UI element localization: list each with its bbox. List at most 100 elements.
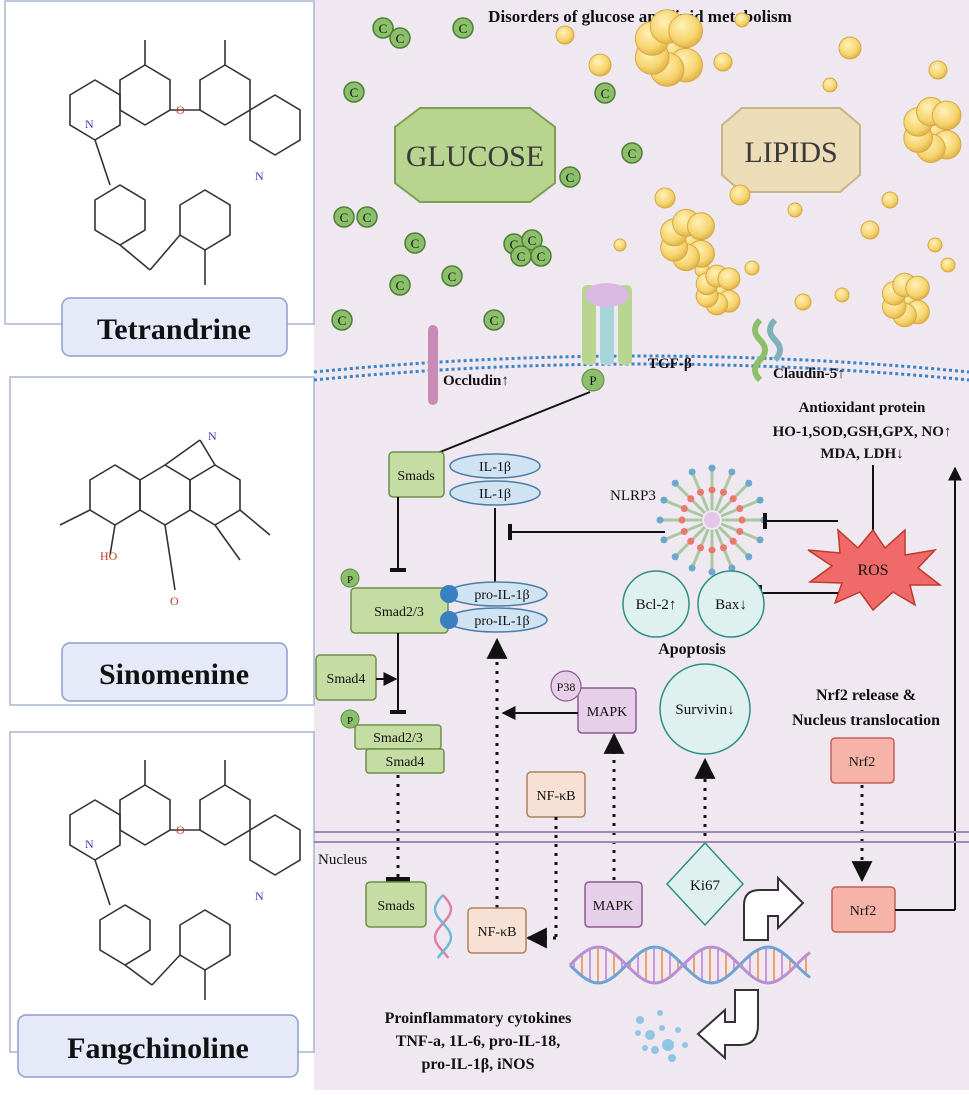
lipid-droplet-icon [588,53,612,77]
nucleus-nfkb-label: NF-κB [478,925,517,940]
lipid-droplet-icon [928,60,948,80]
compound-name-tetrandrine: Tetrandrine [97,313,251,346]
lipid-droplet-icon [794,293,812,311]
nrf2-release-label-1: Nrf2 release & [816,687,916,704]
complex-smad23: Smad2/3 [373,731,423,746]
antioxidant-line1: Antioxidant protein [799,400,926,416]
svg-text:C: C [537,249,546,264]
carbon-icon: C [372,17,394,39]
svg-text:C: C [601,86,610,101]
lipid-droplet-icon [555,25,575,45]
svg-text:O: O [176,823,185,837]
lipid-droplet-icon [787,202,803,218]
complex-smad4: Smad4 [386,755,425,770]
svg-text:C: C [396,31,405,46]
il1b-label-2: IL-1β [479,487,511,502]
nucleus-label: Nucleus [318,852,367,868]
cell-membrane [313,354,969,382]
nrf2-label: Nrf2 [849,755,875,770]
carbon-icon: C [594,82,616,104]
lipid-droplet-icon [613,238,627,252]
lipid-droplet-icon [822,77,838,93]
apoptosis-group: Bcl-2↑ Bax↓ Apoptosis Survivin↓ [622,570,765,755]
nfkb-box: NF-κB [526,771,586,818]
turn-arrow-lower [696,989,759,1061]
cytokines-line2: TNF-a, 1L-6, pro-IL-18, [396,1033,561,1050]
lipid-droplet-icon [940,257,956,273]
carbon-icon: C [389,27,411,49]
nfkb-label: NF-κB [537,789,576,804]
title: Disorders of glucose and lipid metabolis… [488,7,792,26]
cytokine-particles [635,1010,688,1062]
nucleus-mapk-box: MAPK [584,881,643,928]
pro-il1b-label-1: pro-IL-1β [474,588,529,603]
glucose-label: GLUCOSE [406,140,544,173]
mapk-label: MAPK [587,705,627,720]
claudin-label: Claudin-5↑ [773,366,845,382]
dna-fragment [433,894,453,959]
carbon-icon: C [331,309,353,331]
svg-text:C: C [517,249,526,264]
svg-text:C: C [510,237,519,252]
bcl2-label: Bcl-2↑ [636,597,677,613]
dna-helix [568,945,811,985]
nlrp3-complex: NLRP3 [610,464,768,576]
ki67-diamond: Ki67 [665,841,745,927]
smad23-phospho: P [347,574,353,586]
svg-text:C: C [628,146,637,161]
carbon-icon: C [356,206,378,228]
ki67-label: Ki67 [690,878,721,894]
turn-arrow-upper [743,875,805,941]
compound-name-sinomenine: Sinomenine [99,658,249,691]
mapk-box: MAPK P38 [550,670,637,734]
lipid-droplet-icon [734,12,750,28]
svg-text:C: C [396,278,405,293]
cytokines-line3: pro-IL-1β, iNOS [421,1056,534,1073]
svg-text:C: C [340,210,349,225]
carbon-icon: C [452,17,474,39]
carbon-icon: C [483,309,505,331]
lipid-cluster-icon [695,264,741,316]
svg-text:C: C [379,21,388,36]
nrf2-box: Nrf2 [830,737,895,784]
svg-text:N: N [85,117,94,131]
apoptosis-label: Apoptosis [658,641,726,658]
ros-label: ROS [857,562,888,579]
compound-panel-tetrandrine: N N O Tetrandrine [4,0,315,357]
tgfb-phospho: P [589,373,596,388]
nucleus-nrf2-box: Nrf2 [831,886,896,933]
carbon-icon: C [389,274,411,296]
svg-text:C: C [411,236,420,251]
antioxidant-line3: MDA, LDH↓ [820,446,903,462]
nrf2-release-label-2: Nucleus translocation [792,712,940,729]
lipid-cluster-icon [660,208,715,272]
compound-panel-sinomenine: N HO O Sinomenine [9,376,315,706]
nuclear-membrane [314,831,969,843]
ros-star: ROS [807,528,943,612]
svg-text:N: N [85,837,94,851]
lipids-shape: LIPIDS [721,107,861,193]
lipid-droplet-icon [838,36,862,60]
cytokines-line1: Proinflammatory cytokines [385,1010,572,1027]
nlrp3-label: NLRP3 [610,488,656,504]
tgfb-receptor: TGF-β P [581,283,692,392]
nucleus-nfkb-box: NF-κB [467,907,527,954]
svg-text:O: O [170,594,179,608]
tgfb-label: TGF-β [648,356,692,372]
carbon-icon: C [530,245,552,267]
smad-complex: P Smad2/3 Smad4 [340,709,445,774]
compound-panel-fangchinoline: N N O Fangchinoline [9,731,315,1078]
svg-text:C: C [490,313,499,328]
lipid-droplet-icon [927,237,943,253]
svg-text:C: C [459,21,468,36]
carbon-icon: C [333,206,355,228]
lipids-label: LIPIDS [744,136,837,169]
lipid-droplet-icon [654,187,676,209]
compound-name-fangchinoline: Fangchinoline [67,1032,249,1065]
lipid-droplet-icon [881,191,899,209]
antioxidant-line2: HO-1,SOD,GSH,GPX, NO↑ [773,424,952,440]
fangchinoline-structure [69,760,301,1000]
smads-box: Smads [388,451,445,498]
carbon-icon: C [559,166,581,188]
